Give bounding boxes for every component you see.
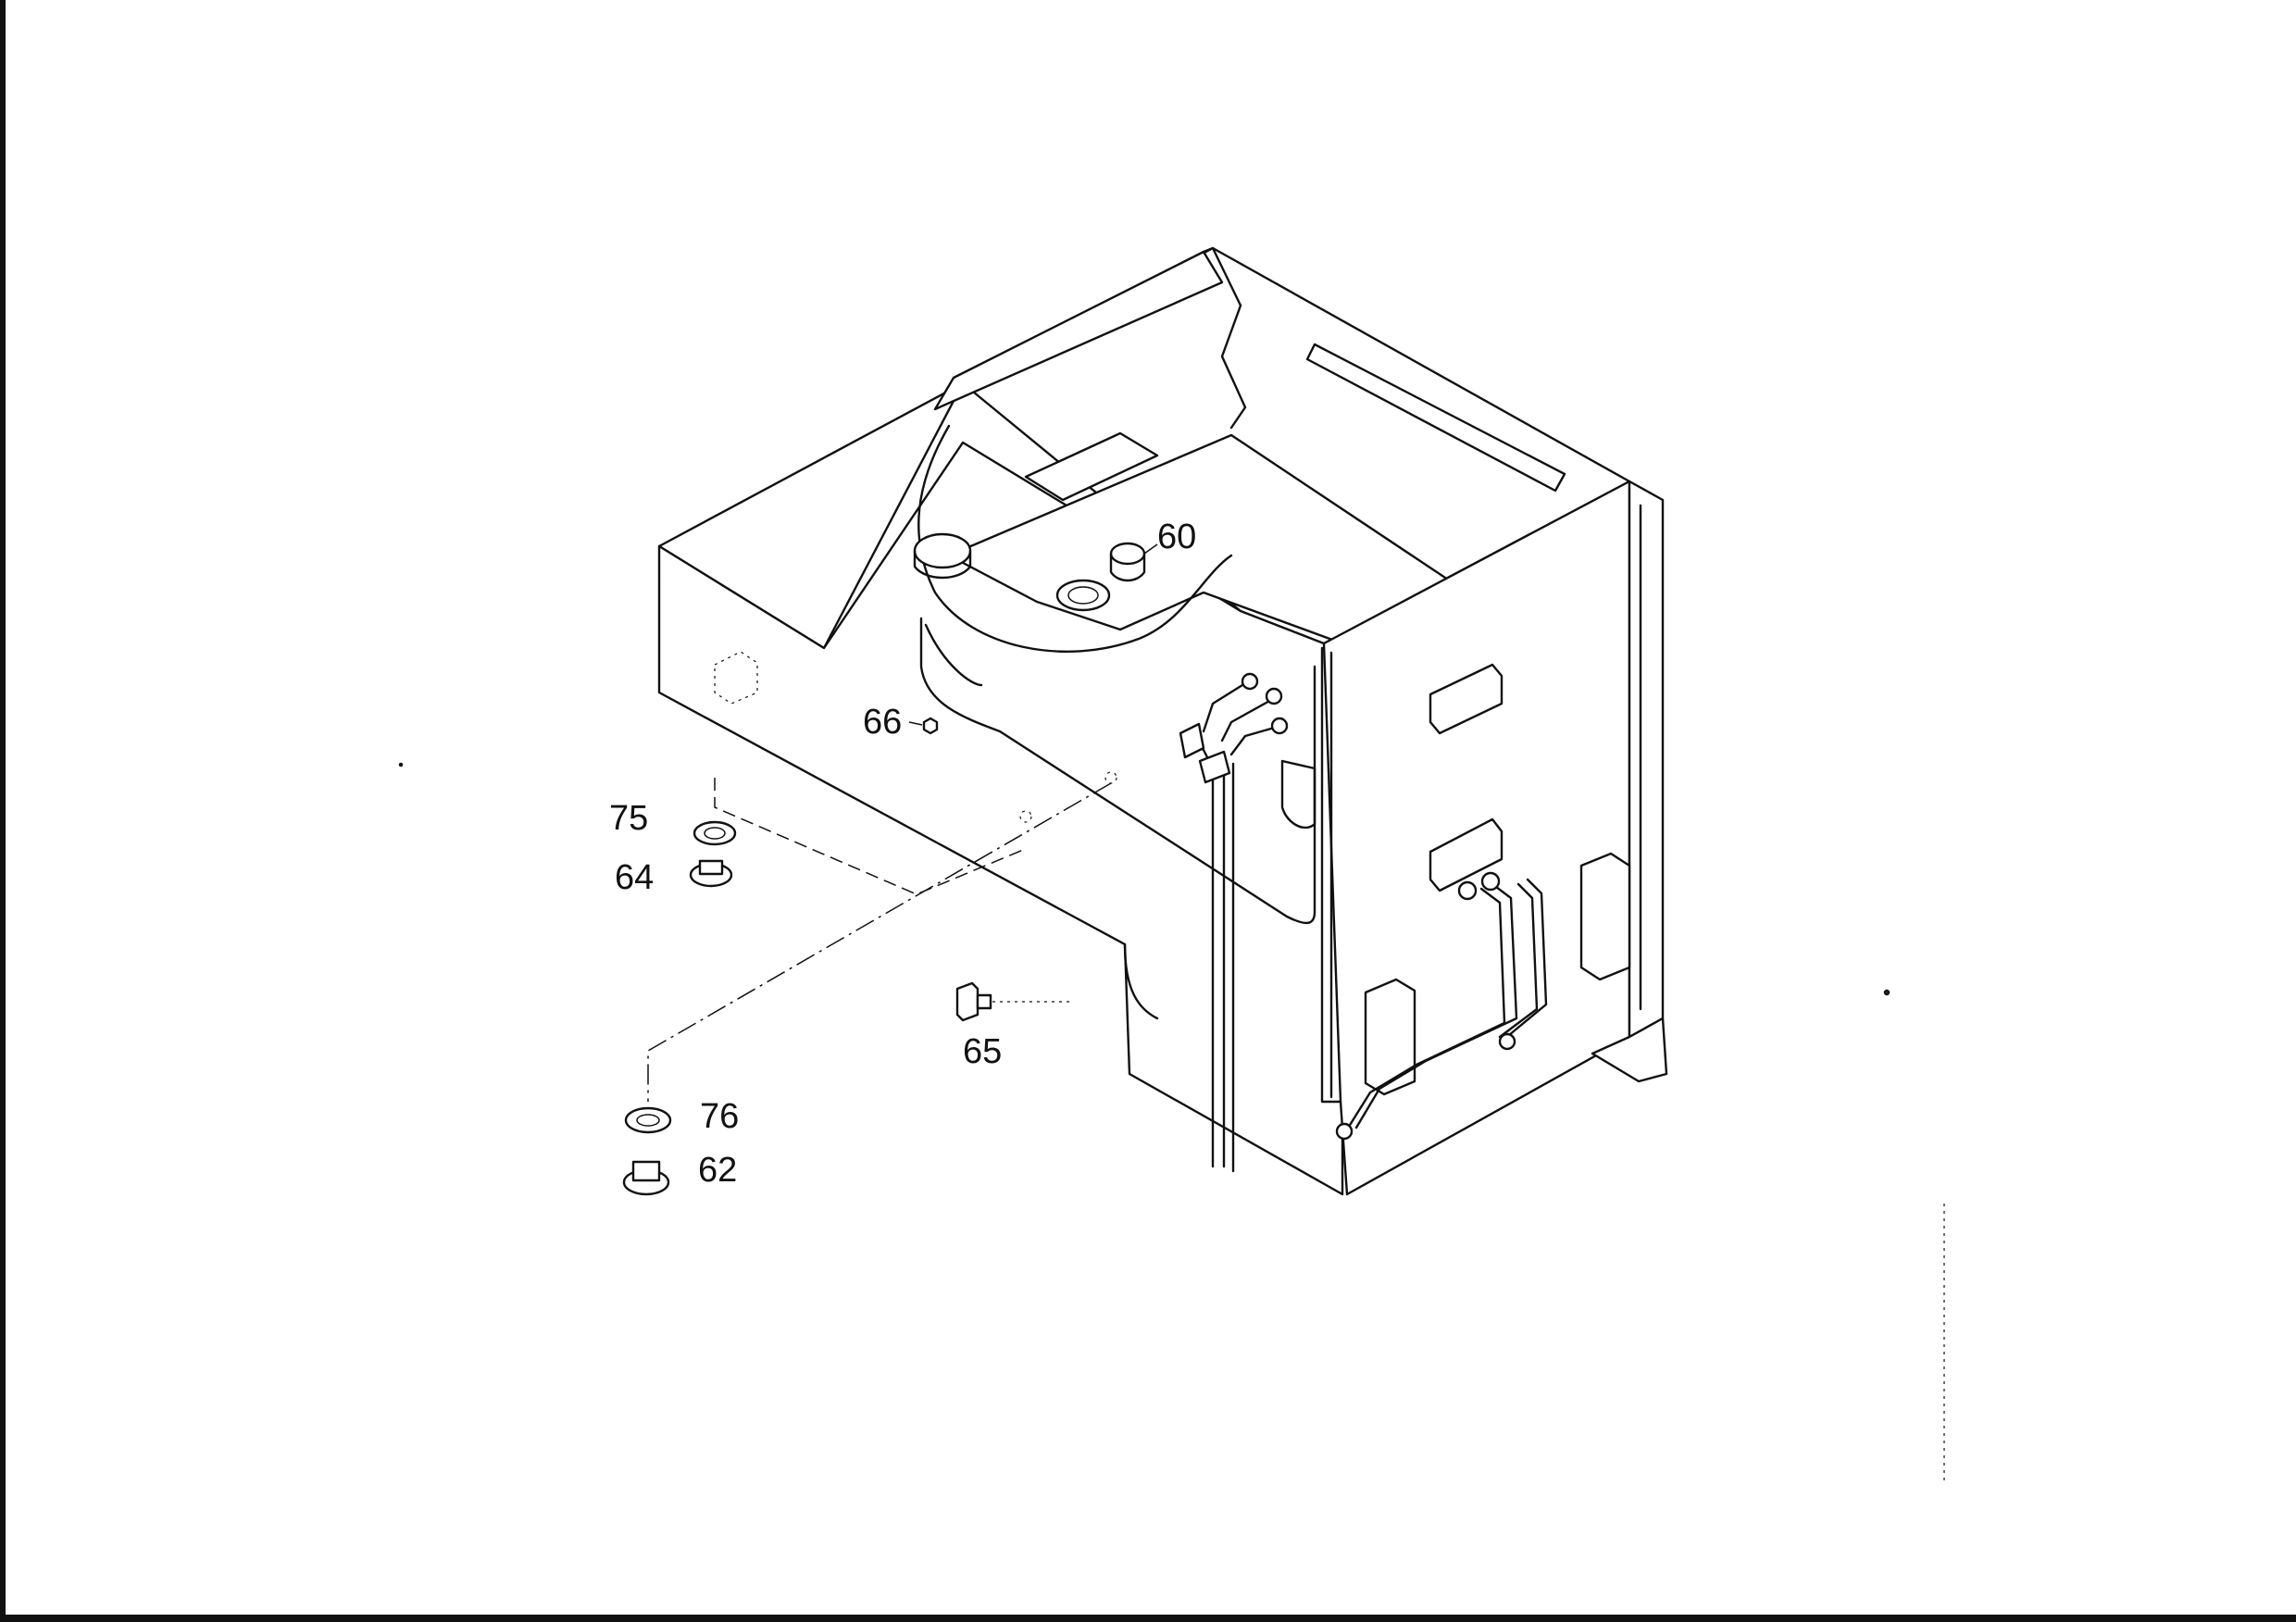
- pipe-b: [1354, 882, 1518, 1129]
- callout-66: 66: [863, 703, 902, 742]
- end-wall-edge: [1320, 646, 1342, 1104]
- leader-66: [908, 721, 923, 726]
- top-fitting-2: [1265, 687, 1283, 705]
- part-60-body: [1109, 552, 1146, 582]
- plug-62-stem: [631, 1160, 661, 1182]
- part-66-nut: [908, 717, 939, 735]
- upper-bracket: [1429, 663, 1504, 735]
- rim-slot-left: [1024, 431, 1159, 502]
- fitting-4: [1335, 1122, 1354, 1141]
- left-valve-block: [1364, 978, 1416, 1096]
- port-ring-inner: [1067, 586, 1099, 605]
- pipe-d: [1507, 878, 1548, 1037]
- lower-step-curve: [1123, 942, 1159, 1020]
- dashed-assembly-line: [714, 778, 1024, 895]
- plug-64-stem: [698, 859, 724, 876]
- front-window-corner: [924, 623, 983, 687]
- scan-specks: [398, 762, 1945, 1481]
- frame-left-border: [0, 0, 6, 1622]
- dashdot-assembly-line: [647, 782, 1112, 1102]
- riser-elbow-3: [1220, 697, 1275, 742]
- filler-cap-side: [913, 549, 972, 580]
- washer-75-hole: [704, 827, 726, 840]
- washer-76-hole: [636, 1114, 660, 1127]
- part-65-bolt: [955, 981, 1074, 1022]
- washer-76: [624, 1106, 672, 1134]
- part-60-top: [1109, 542, 1146, 566]
- speck-1: [1883, 989, 1890, 996]
- fitting-1: [1457, 880, 1478, 901]
- callout-labels: 60 66 75 64 65 76 62: [609, 518, 1196, 1190]
- fitting-3: [1498, 1032, 1516, 1051]
- washer-75: [693, 820, 737, 846]
- bolt-65-head: [955, 981, 980, 1022]
- top-fitting-1: [1241, 672, 1259, 691]
- drain-path-upper: [689, 771, 1117, 895]
- right-flange: [1628, 480, 1665, 1039]
- bolt-65-shank: [976, 993, 992, 1010]
- frame-bottom-border: [0, 1615, 2296, 1622]
- curved-baffle: [917, 424, 1233, 653]
- riser-elbow-2: [1202, 679, 1252, 733]
- clamp-2: [1198, 750, 1231, 784]
- top-parts: [913, 532, 1158, 612]
- port-ring: [1055, 579, 1111, 612]
- lower-bracket: [1429, 817, 1504, 892]
- callout-64: 64: [615, 858, 654, 897]
- front-window-outline: [919, 617, 1316, 925]
- drain-path-lower: [622, 782, 1112, 1196]
- right-valve-block: [1579, 852, 1631, 981]
- rear-fin-edge: [1202, 246, 1247, 430]
- front-panel-cutout: [1280, 759, 1316, 830]
- top-fitting-3: [1270, 717, 1289, 735]
- nut-66: [922, 717, 939, 735]
- pipe-c: [1498, 882, 1539, 1039]
- fitting-2: [1480, 871, 1501, 892]
- callout-60: 60: [1157, 518, 1196, 556]
- filler-cap-top: [913, 532, 972, 569]
- callout-76: 76: [700, 1097, 739, 1136]
- speck-2: [398, 762, 404, 767]
- drain-hole-1: [1019, 810, 1032, 823]
- clamp-1: [1179, 722, 1205, 759]
- callout-75: 75: [609, 799, 648, 838]
- callout-62: 62: [698, 1151, 737, 1190]
- right-end-wall: [1320, 480, 1668, 1196]
- riser-pipes: [1179, 672, 1289, 1173]
- rim-slot-right: [1305, 343, 1566, 493]
- left-wall-marker: [714, 651, 758, 705]
- leader-60: [1143, 543, 1158, 555]
- callout-65: 65: [963, 1032, 1002, 1071]
- riser-elbow-4: [1229, 725, 1279, 756]
- flange-base: [1591, 1017, 1668, 1083]
